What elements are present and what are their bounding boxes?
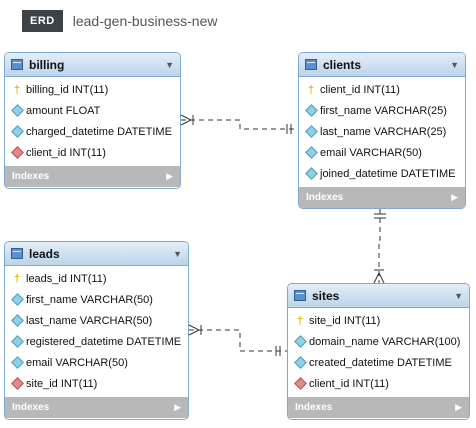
table-icon <box>294 290 306 301</box>
column-label: leads_id INT(11) <box>26 272 107 285</box>
column-row[interactable]: amount FLOAT <box>5 100 180 121</box>
relationship-sites-clients[interactable] <box>373 209 386 284</box>
column-list: † site_id INT(11) domain_name VARCHAR(100)… <box>288 308 469 397</box>
table-icon <box>305 59 317 70</box>
column-label: amount FLOAT <box>26 104 101 117</box>
column-label: client_id INT(11) <box>320 83 400 96</box>
column-label: last_name VARCHAR(50) <box>26 314 153 327</box>
collapse-toggle-icon[interactable]: ▼ <box>173 248 182 259</box>
table-header[interactable]: leads ▼ <box>5 242 188 266</box>
table-clients[interactable]: clients ▼ † client_id INT(11) first_name VAR… <box>298 52 466 209</box>
primary-key-icon: † <box>296 314 304 327</box>
column-list: † billing_id INT(11) amount FLOAT charged_d… <box>5 77 180 166</box>
indexes-bar[interactable]: Indexes ▶ <box>5 397 188 418</box>
diagram-header: ERD lead-gen-business-new <box>22 9 218 33</box>
indexes-bar[interactable]: Indexes ▶ <box>299 187 465 208</box>
column-label: first_name VARCHAR(25) <box>320 104 447 117</box>
table-header[interactable]: sites ▼ <box>288 284 469 308</box>
relationship-leads-sites[interactable] <box>188 324 287 356</box>
expand-arrow-icon[interactable]: ▶ <box>451 192 458 202</box>
column-label: domain_name VARCHAR(100) <box>309 335 461 348</box>
column-row[interactable]: site_id INT(11) <box>5 373 188 394</box>
column-label: billing_id INT(11) <box>26 83 109 96</box>
table-icon <box>11 248 23 259</box>
column-label: site_id INT(11) <box>309 314 381 327</box>
column-list: † leads_id INT(11) first_name VARCHAR(50) l… <box>5 266 188 397</box>
table-sites[interactable]: sites ▼ † site_id INT(11) domain_name VARCHA… <box>287 283 470 420</box>
indexes-label: Indexes <box>306 192 344 203</box>
column-label: email VARCHAR(50) <box>26 356 128 369</box>
table-name: billing <box>29 57 65 72</box>
indexes-bar[interactable]: Indexes ▶ <box>288 397 469 418</box>
column-row[interactable]: last_name VARCHAR(50) <box>5 310 188 331</box>
column-row[interactable]: first_name VARCHAR(25) <box>299 100 465 121</box>
column-label: created_datetime DATETIME <box>309 356 452 369</box>
column-row[interactable]: email VARCHAR(50) <box>5 352 188 373</box>
table-header[interactable]: billing ▼ <box>5 53 180 77</box>
table-billing[interactable]: billing ▼ † billing_id INT(11) amount FLOAT c… <box>4 52 181 189</box>
column-label: first_name VARCHAR(50) <box>26 293 153 306</box>
column-row[interactable]: client_id INT(11) <box>288 373 469 394</box>
primary-key-icon: † <box>13 83 21 96</box>
column-label: registered_datetime DATETIME <box>26 335 182 348</box>
column-row[interactable]: first_name VARCHAR(50) <box>5 289 188 310</box>
column-label: charged_datetime DATETIME <box>26 125 172 138</box>
column-label: joined_datetime DATETIME <box>320 167 456 180</box>
column-label: client_id INT(11) <box>309 377 389 390</box>
primary-key-icon: † <box>13 272 21 285</box>
indexes-label: Indexes <box>12 171 50 182</box>
column-row[interactable]: joined_datetime DATETIME <box>299 163 465 184</box>
table-icon <box>11 59 23 70</box>
column-row[interactable]: † leads_id INT(11) <box>5 268 188 289</box>
table-name: sites <box>312 288 340 303</box>
expand-arrow-icon[interactable]: ▶ <box>455 402 462 412</box>
column-label: client_id INT(11) <box>26 146 106 159</box>
erd-badge: ERD <box>22 10 63 32</box>
column-row[interactable]: created_datetime DATETIME <box>288 352 469 373</box>
column-label: site_id INT(11) <box>26 377 98 390</box>
column-row[interactable]: † site_id INT(11) <box>288 310 469 331</box>
primary-key-icon: † <box>307 83 315 96</box>
expand-arrow-icon[interactable]: ▶ <box>174 402 181 412</box>
indexes-label: Indexes <box>295 402 333 413</box>
expand-arrow-icon[interactable]: ▶ <box>166 171 173 181</box>
table-header[interactable]: clients ▼ <box>299 53 465 77</box>
indexes-label: Indexes <box>12 402 50 413</box>
column-row[interactable]: email VARCHAR(50) <box>299 142 465 163</box>
column-list: † client_id INT(11) first_name VARCHAR(25)… <box>299 77 465 187</box>
column-row[interactable]: † client_id INT(11) <box>299 79 465 100</box>
collapse-toggle-icon[interactable]: ▼ <box>454 290 463 301</box>
collapse-toggle-icon[interactable]: ▼ <box>165 59 174 70</box>
relationship-billing-clients[interactable] <box>180 114 298 134</box>
indexes-bar[interactable]: Indexes ▶ <box>5 166 180 187</box>
column-label: last_name VARCHAR(25) <box>320 125 447 138</box>
column-row[interactable]: domain_name VARCHAR(100) <box>288 331 469 352</box>
column-row[interactable]: last_name VARCHAR(25) <box>299 121 465 142</box>
column-row[interactable]: registered_datetime DATETIME <box>5 331 188 352</box>
table-name: clients <box>323 57 362 72</box>
column-row[interactable]: † billing_id INT(11) <box>5 79 180 100</box>
column-label: email VARCHAR(50) <box>320 146 422 159</box>
table-name: leads <box>29 246 60 261</box>
collapse-toggle-icon[interactable]: ▼ <box>450 59 459 70</box>
diagram-title: lead-gen-business-new <box>72 13 218 29</box>
table-leads[interactable]: leads ▼ † leads_id INT(11) first_name VARCHA… <box>4 241 189 420</box>
column-row[interactable]: client_id INT(11) <box>5 142 180 163</box>
column-row[interactable]: charged_datetime DATETIME <box>5 121 180 142</box>
